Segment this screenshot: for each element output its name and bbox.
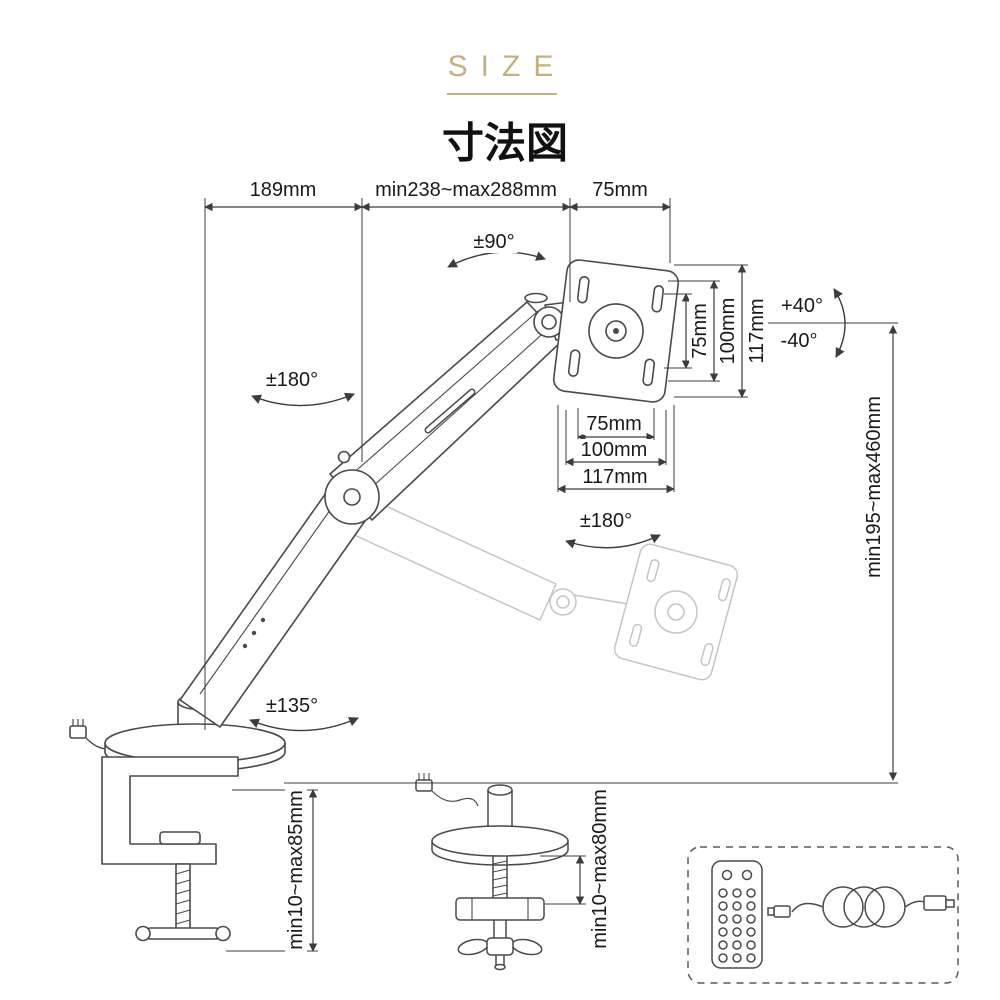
grommet-mount-drawing (415, 773, 569, 971)
accessories-box (687, 846, 959, 984)
accessories-dashed-border (687, 846, 959, 984)
power-cable-icon (767, 886, 955, 928)
tilt-arrow (833, 288, 846, 358)
tilt-down-label: -40° (777, 330, 821, 352)
monitor-arm-drawing (69, 259, 680, 942)
clamp-range-label: min10~max85mm (285, 787, 307, 953)
ghost-vesa-plate (613, 543, 739, 681)
upper-arm-rotation-arrow (251, 392, 355, 407)
eyebrow-underline (447, 93, 557, 95)
vesa-vertical-75-label: 75mm (689, 300, 711, 362)
dim-top-left-label: 189mm (246, 179, 320, 201)
grommet-range-label: min10~max80mm (589, 786, 611, 952)
rotation-vesa-label: ±180° (576, 510, 636, 532)
clamp-base-drawing (69, 693, 286, 942)
vesa-vertical-117-label: 117mm (746, 295, 768, 367)
head-swivel-arrow (447, 251, 546, 268)
vesa-horizontal-117-label: 117mm (579, 466, 651, 488)
vesa-rotation-arrow (565, 534, 661, 549)
rotation-head-label: ±90° (470, 231, 518, 253)
remote-control-icon (711, 860, 763, 969)
tilt-up-label: +40° (778, 295, 826, 317)
vesa-vertical-100-label: 100mm (717, 294, 739, 368)
vesa-plate (552, 259, 680, 403)
dim-top-right-label: 75mm (589, 179, 651, 201)
dimension-lines (204, 202, 898, 952)
vesa-horizontal-100-label: 100mm (577, 439, 651, 461)
rotation-upper-arm-label: ±180° (262, 369, 322, 391)
height-range-label: min195~max460mm (863, 393, 885, 581)
base-rotation-arrow (249, 717, 359, 732)
section-eyebrow: SIZE (447, 50, 567, 83)
rotation-base-label: ±135° (262, 695, 322, 717)
ghost-arm-position (349, 496, 739, 681)
dim-top-middle-label: min238~max288mm (372, 179, 560, 201)
page-title: 寸法図 (441, 119, 569, 167)
vesa-horizontal-75-label: 75mm (583, 413, 645, 435)
